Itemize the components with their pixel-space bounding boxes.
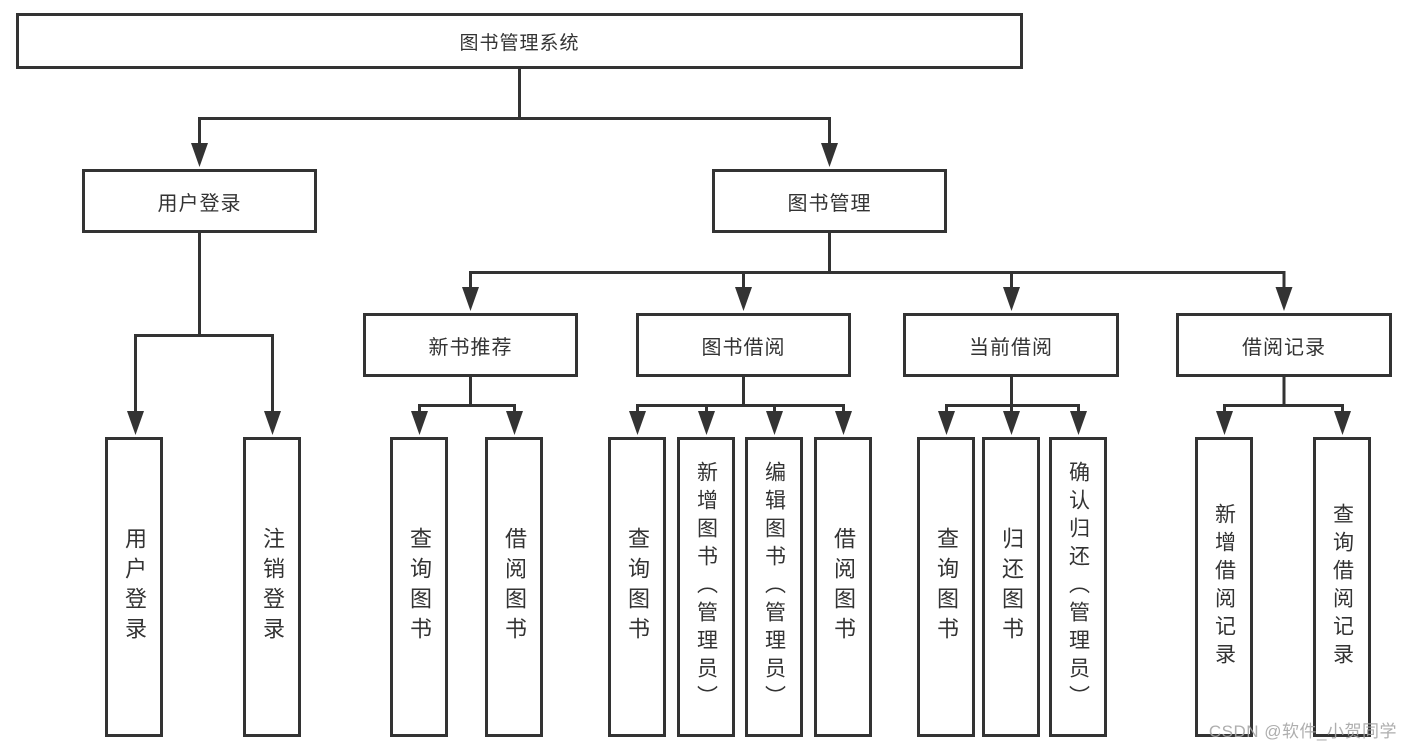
leaf-add-books-admin: 新增图书（管理员）	[677, 437, 735, 737]
node-library-management-system: 图书管理系统	[16, 13, 1023, 69]
node-book-borrowing: 图书借阅	[636, 313, 851, 377]
leaf-borrow-query-books: 查询图书	[608, 437, 666, 737]
leaf-newbook-query-books: 查询图书	[390, 437, 448, 737]
node-user-login: 用户登录	[82, 169, 317, 233]
node-borrowing-records: 借阅记录	[1176, 313, 1392, 377]
leaf-confirm-return-admin: 确认归还（管理员）	[1049, 437, 1107, 737]
node-book-management: 图书管理	[712, 169, 947, 233]
leaf-user-login: 用户登录	[105, 437, 163, 737]
leaf-newbook-borrow-books: 借阅图书	[485, 437, 543, 737]
node-current-borrowing: 当前借阅	[903, 313, 1119, 377]
leaf-add-borrow-record: 新增借阅记录	[1195, 437, 1253, 737]
leaf-logout: 注销登录	[243, 437, 301, 737]
leaf-current-query-books: 查询图书	[917, 437, 975, 737]
leaf-edit-books-admin: 编辑图书（管理员）	[745, 437, 803, 737]
leaf-query-borrow-record: 查询借阅记录	[1313, 437, 1371, 737]
node-new-book-recommend: 新书推荐	[363, 313, 578, 377]
leaf-return-books: 归还图书	[982, 437, 1040, 737]
watermark: CSDN @软件_小贺同学	[1208, 722, 1397, 741]
leaf-borrow-borrow-books: 借阅图书	[814, 437, 872, 737]
